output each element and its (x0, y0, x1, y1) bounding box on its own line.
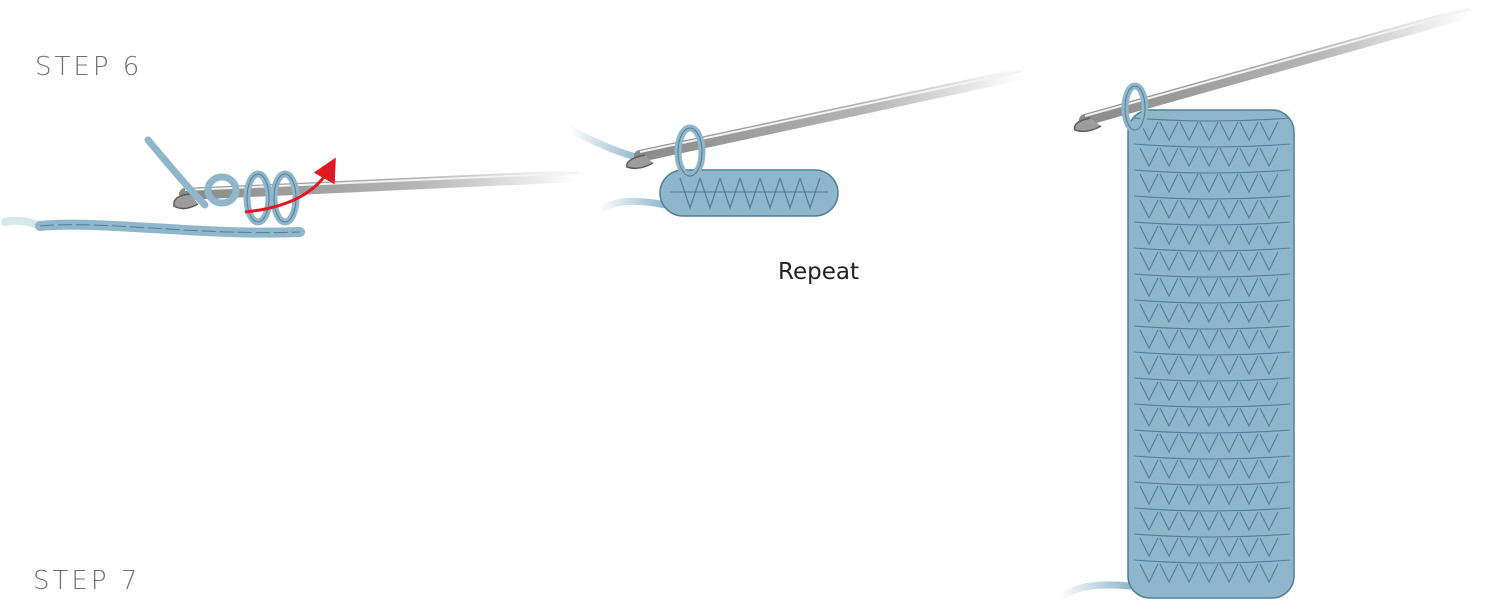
step6-illustration (5, 140, 578, 233)
result-illustration (1058, 9, 1470, 600)
repeat-illustration (568, 71, 1022, 216)
